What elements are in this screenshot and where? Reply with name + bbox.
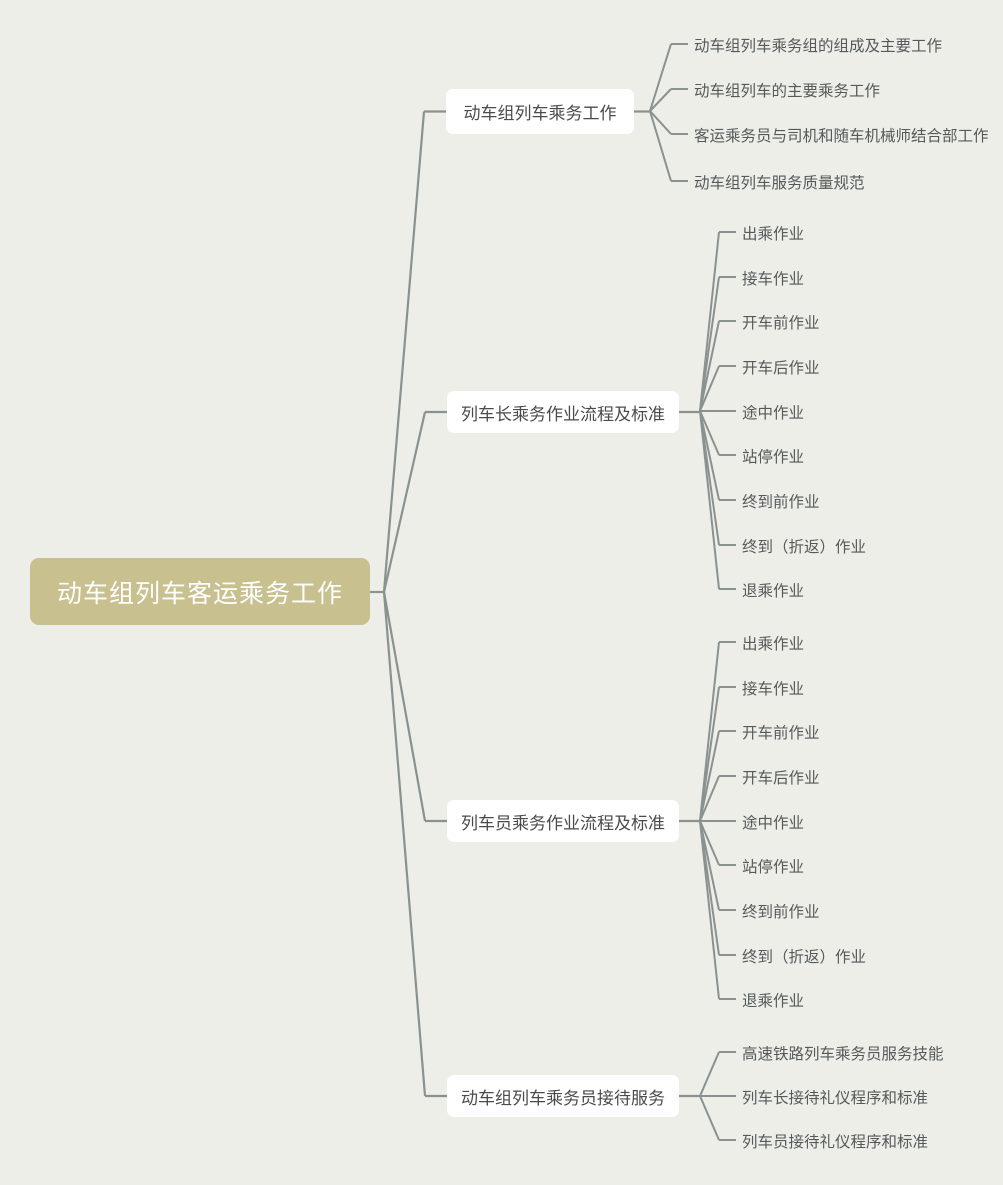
leaf-node[interactable]: 高速铁路列车乘务员服务技能 bbox=[742, 1046, 944, 1063]
leaf-node[interactable]: 客运乘务员与司机和随车机械师结合部工作 bbox=[694, 128, 989, 145]
leaf-node[interactable]: 列车长接待礼仪程序和标准 bbox=[742, 1090, 929, 1107]
leaf-node[interactable]: 途中作业 bbox=[742, 815, 805, 832]
branch-node-label: 列车长乘务作业流程及标准 bbox=[461, 404, 665, 424]
root-node[interactable]: 动车组列车客运乘务工作 bbox=[30, 558, 370, 625]
leaf-node[interactable]: 开车后作业 bbox=[742, 360, 820, 377]
leaf-node[interactable]: 接车作业 bbox=[742, 271, 805, 288]
leaf-node[interactable]: 动车组列车乘务组的组成及主要工作 bbox=[694, 38, 943, 55]
leaf-node[interactable]: 站停作业 bbox=[742, 859, 805, 876]
leaf-node[interactable]: 途中作业 bbox=[742, 405, 805, 422]
branch-node-4[interactable]: 动车组列车乘务员接待服务 bbox=[447, 1075, 679, 1117]
leaf-node[interactable]: 站停作业 bbox=[742, 449, 805, 466]
leaf-node[interactable]: 接车作业 bbox=[742, 681, 805, 698]
leaf-node[interactable]: 终到前作业 bbox=[742, 904, 820, 921]
leaf-node[interactable]: 开车前作业 bbox=[742, 315, 820, 332]
leaf-node[interactable]: 退乘作业 bbox=[742, 583, 805, 600]
branch-node-label: 动车组列车乘务员接待服务 bbox=[461, 1088, 665, 1108]
leaf-node[interactable]: 动车组列车的主要乘务工作 bbox=[694, 83, 881, 100]
leaf-node[interactable]: 终到前作业 bbox=[742, 494, 820, 511]
leaf-node[interactable]: 动车组列车服务质量规范 bbox=[694, 175, 865, 192]
leaf-node[interactable]: 出乘作业 bbox=[742, 226, 805, 243]
leaf-node[interactable]: 开车前作业 bbox=[742, 725, 820, 742]
leaf-node[interactable]: 开车后作业 bbox=[742, 770, 820, 787]
branch-node-label: 列车员乘务作业流程及标准 bbox=[461, 813, 665, 833]
branch-node-3[interactable]: 列车员乘务作业流程及标准 bbox=[447, 800, 679, 842]
branch-node-1[interactable]: 动车组列车乘务工作 bbox=[446, 89, 634, 134]
leaf-node[interactable]: 退乘作业 bbox=[742, 993, 805, 1010]
branch-node-2[interactable]: 列车长乘务作业流程及标准 bbox=[447, 391, 679, 433]
leaf-node[interactable]: 终到（折返）作业 bbox=[742, 949, 867, 966]
leaf-node[interactable]: 终到（折返）作业 bbox=[742, 539, 867, 556]
leaf-node[interactable]: 列车员接待礼仪程序和标准 bbox=[742, 1134, 929, 1151]
branch-node-label: 动车组列车乘务工作 bbox=[463, 104, 617, 123]
leaf-node[interactable]: 出乘作业 bbox=[742, 636, 805, 653]
